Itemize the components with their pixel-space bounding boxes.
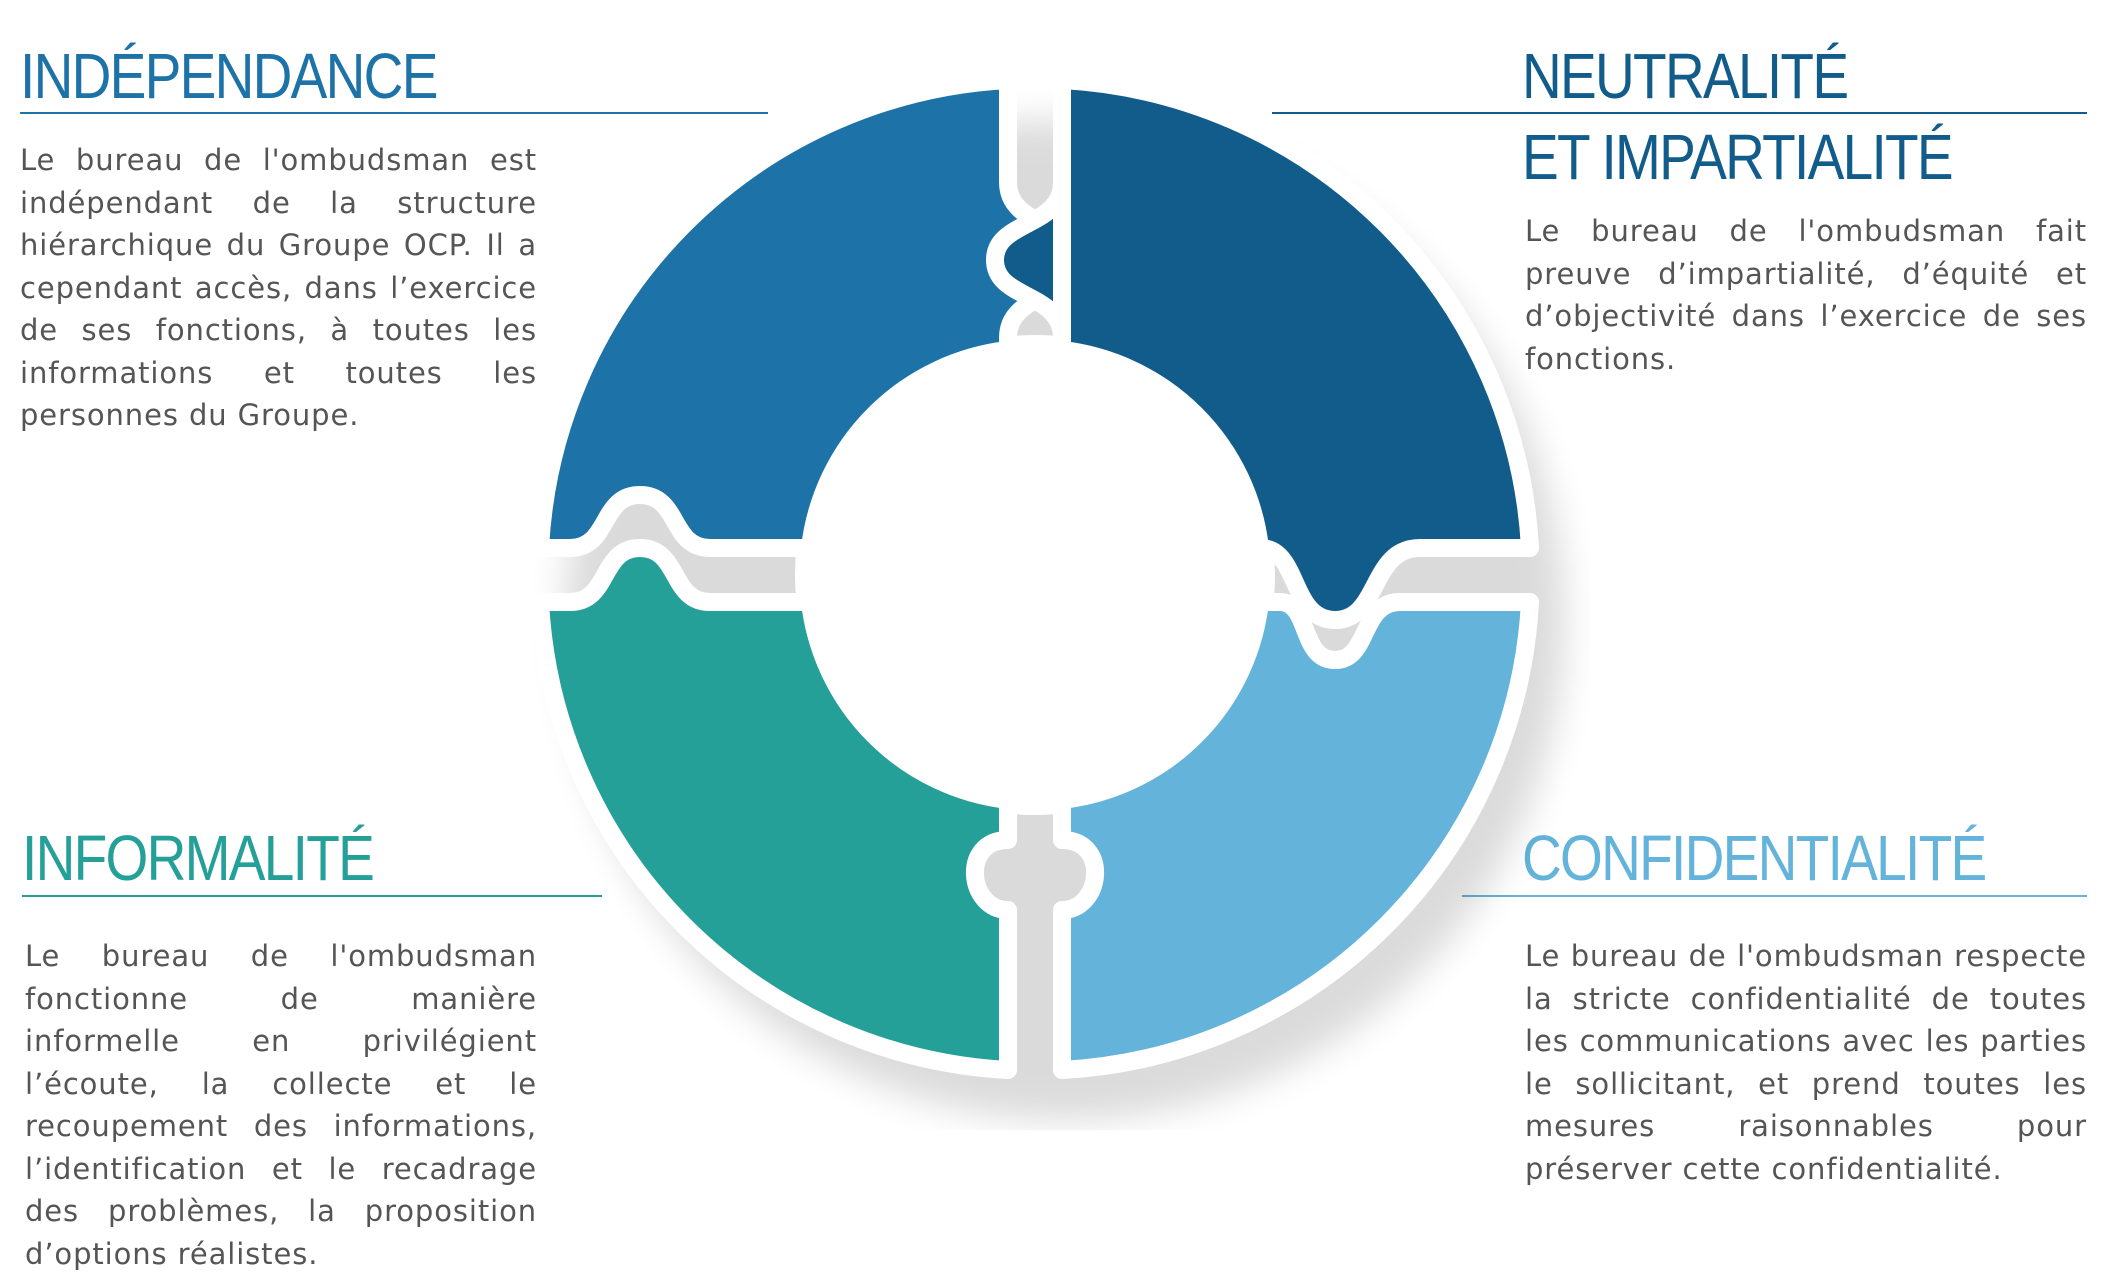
divider-confidentialite: [1462, 895, 2087, 897]
puzzle-piece-confidentialite: [1053, 593, 1539, 1079]
heading-independance: INDÉPENDANCE: [20, 40, 438, 112]
text-neutralite: Le bureau de l'ombudsman fait preuve d’i…: [1525, 214, 2087, 376]
puzzle-ring-diagram: [531, 71, 1565, 1120]
text-confidentialite: Le bureau de l'ombudsman respecte la str…: [1525, 939, 2087, 1186]
divider-independance: [20, 112, 768, 114]
ring-center: [813, 353, 1257, 797]
heading-informalite: INFORMALITÉ: [22, 822, 375, 894]
heading-neutralite-line1: NEUTRALITÉ: [1522, 40, 1849, 112]
puzzle-piece-neutralite: [986, 71, 1539, 629]
divider-neutralite: [1272, 112, 2087, 114]
divider-informalite: [22, 895, 602, 897]
heading-neutralite-line2: ET IMPARTIALITÉ: [1522, 121, 1954, 193]
text-independance: Le bureau de l'ombudsman est indépendant…: [20, 143, 537, 432]
text-informalite: Le bureau de l'ombudsman fonctionne de m…: [25, 939, 537, 1271]
heading-confidentialite: CONFIDENTIALITÉ: [1522, 822, 1987, 894]
puzzle-piece-informalite: [531, 539, 1017, 1079]
